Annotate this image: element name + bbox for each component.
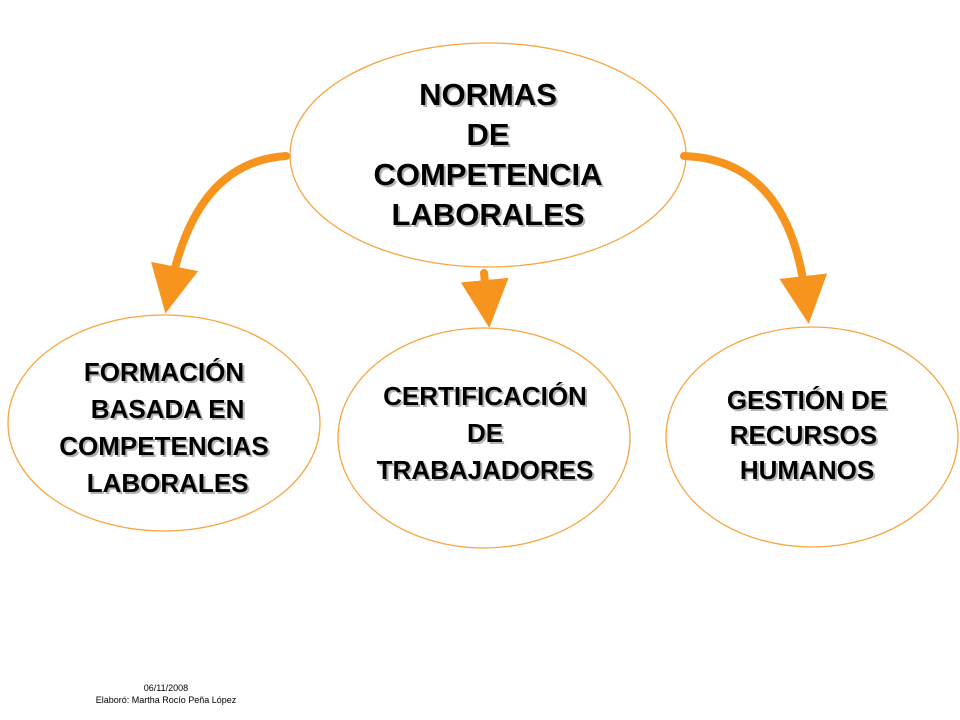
slide-footer: 06/11/2008 Elaboró: Martha Rocío Peña Ló… (66, 682, 266, 706)
node-gestion-line-3: HUMANOS (739, 454, 875, 485)
node-normas-line-2: DE (466, 117, 510, 152)
arrow-to-certificacion (460, 269, 509, 328)
node-certificacion-line-3: TRABAJADORES (376, 454, 594, 485)
node-certificacion-text: CERTIFICACIÓN DE TRABAJADORES (340, 368, 630, 498)
footer-date: 06/11/2008 (143, 683, 189, 693)
node-certificacion-line-1: CERTIFICACIÓN (383, 380, 587, 411)
node-normas-text: NORMAS DE COMPETENCIA LABORALES (290, 72, 686, 238)
node-formacion-line-1: FORMACIÓN (83, 357, 245, 387)
arrow-to-formacion (151, 152, 290, 314)
node-formacion-line-4: LABORALES (79, 468, 249, 498)
footer-author: Elaboró: Martha Rocío Peña López (95, 695, 237, 705)
node-certificacion-line-2: DE (466, 417, 504, 448)
node-normas-line-3: COMPETENCIA (373, 157, 603, 192)
node-formacion-text: FORMACIÓN BASADA EN COMPETENCIAS LABORAL… (24, 348, 304, 508)
ellipse-formacion (7, 314, 321, 532)
node-formacion-line-3: COMPETENCIAS (59, 431, 269, 461)
node-normas-line-1: NORMAS (419, 77, 557, 112)
arrow-to-gestion (680, 152, 828, 324)
node-gestion-line-1: GESTIÓN DE (726, 384, 888, 415)
node-normas-line-4: LABORALES (391, 197, 585, 232)
ellipse-gestion (665, 326, 959, 548)
node-gestion-text: GESTIÓN DE RECURSOS HUMANOS (672, 380, 942, 490)
node-formacion-line-2: BASADA EN (83, 394, 245, 424)
ellipse-certificacion (337, 327, 631, 549)
node-gestion-line-2: RECURSOS (729, 419, 885, 450)
